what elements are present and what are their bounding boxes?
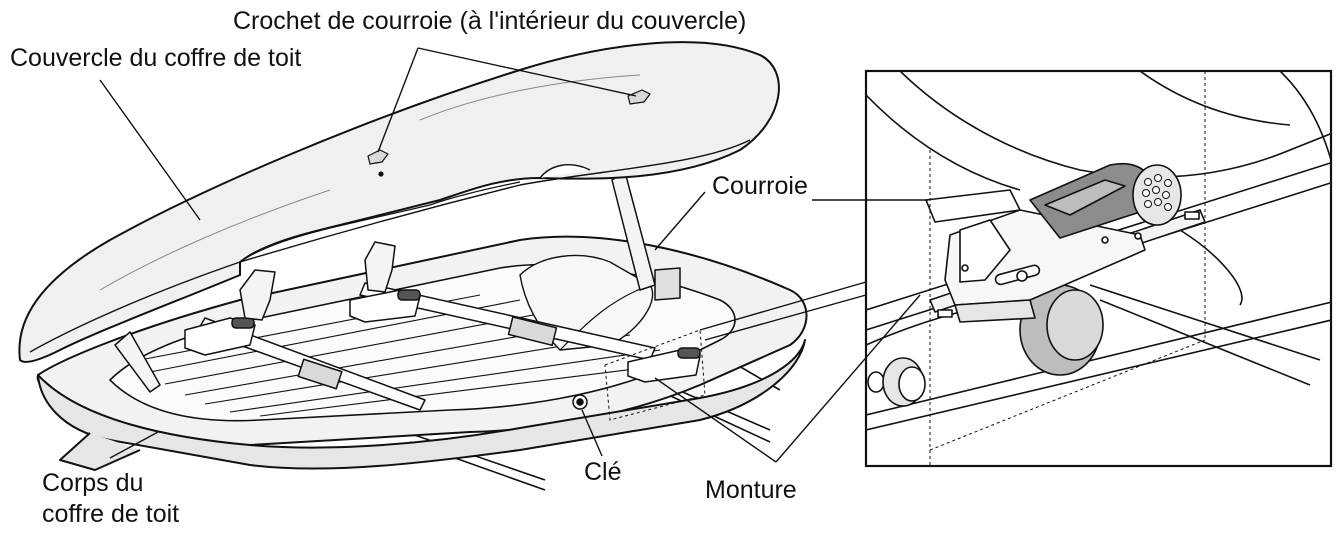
label-mount: Monture [705,476,797,504]
detail-panel-border [864,69,1333,468]
label-body-line2: coffre de toit [42,500,180,528]
zoom-region-frame [604,329,706,421]
label-key: Clé [584,458,622,486]
leader-lines [99,47,928,463]
roof-box-lid [18,41,780,363]
straps-and-mounts [114,171,701,411]
label-lid: Couvercle du coffre de toit [10,44,302,72]
detail-panel [864,69,1333,468]
label-strap: Courroie [712,172,808,200]
label-body-line1: Corps du [42,469,144,497]
label-strap-hook: Crochet de courroie (à l'intérieur du co… [233,7,747,35]
zoom-connector-lines [699,281,867,341]
